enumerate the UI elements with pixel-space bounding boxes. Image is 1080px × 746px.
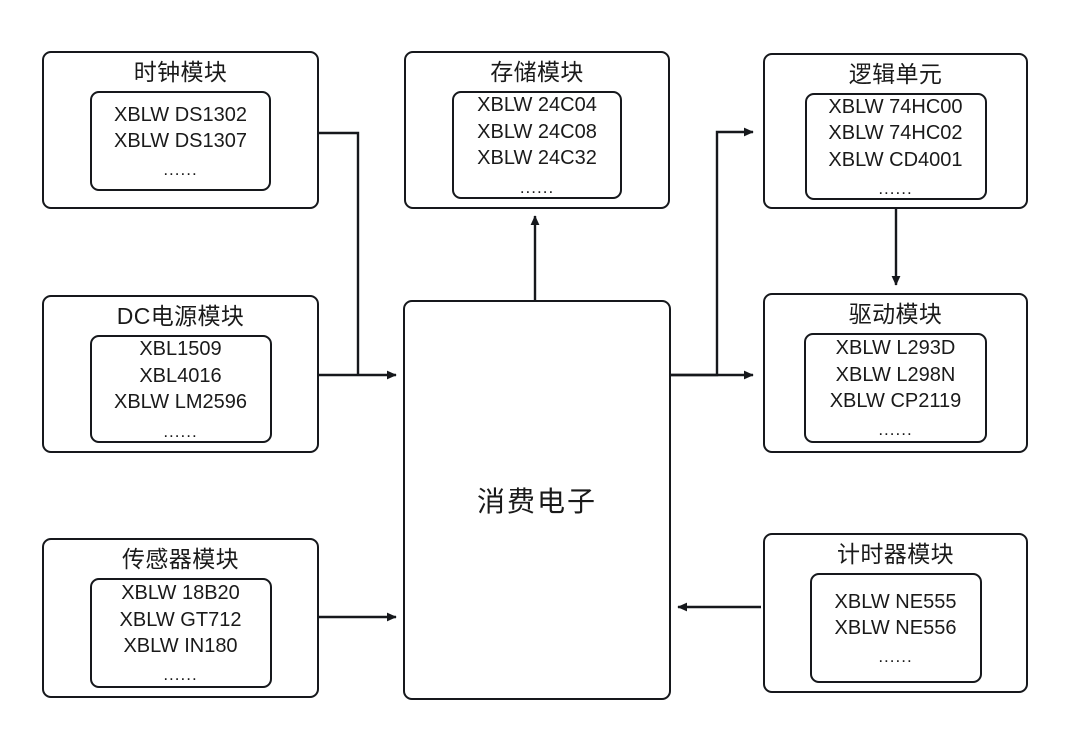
module-driver[interactable]: 驱动模块 XBLW L293D XBLW L298N XBLW CP2119 .… bbox=[763, 293, 1028, 453]
parts-ellipsis: ...... bbox=[878, 420, 913, 440]
module-driver-title: 驱动模块 bbox=[848, 301, 943, 327]
hub-consumer-electronics[interactable]: 消费电子 bbox=[403, 300, 671, 700]
parts-ellipsis: ...... bbox=[163, 421, 198, 441]
part-item: XBLW 24C04 bbox=[477, 94, 597, 117]
module-timer[interactable]: 计时器模块 XBLW NE555 XBLW NE556 ...... bbox=[763, 533, 1028, 693]
module-sensor-parts: XBLW 18B20 XBLW GT712 XBLW IN180 ...... bbox=[89, 577, 272, 688]
part-item: XBLW IN180 bbox=[123, 635, 238, 658]
module-storage-parts: XBLW 24C04 XBLW 24C08 XBLW 24C32 ...... bbox=[452, 90, 622, 199]
parts-ellipsis: ...... bbox=[878, 647, 913, 667]
module-driver-parts: XBLW L293D XBLW L298N XBLW CP2119 ...... bbox=[804, 332, 987, 443]
module-clock-parts: XBLW DS1302 XBLW DS1307 ...... bbox=[90, 90, 271, 191]
part-item: XBLW 18B20 bbox=[121, 582, 240, 605]
module-sensor[interactable]: 传感器模块 XBLW 18B20 XBLW GT712 XBLW IN180 .… bbox=[42, 538, 319, 698]
parts-ellipsis: ...... bbox=[519, 177, 555, 197]
part-item: XBL1509 bbox=[139, 338, 222, 361]
part-item: XBLW 24C08 bbox=[477, 120, 597, 143]
parts-ellipsis: ...... bbox=[163, 160, 198, 180]
part-item: XBLW LM2596 bbox=[113, 391, 248, 414]
module-storage-title: 存储模块 bbox=[490, 59, 584, 85]
module-power-parts: XBL1509 XBL4016 XBLW LM2596 ...... bbox=[89, 334, 272, 443]
part-item: XBLW CD4001 bbox=[828, 148, 963, 171]
connector-hub-to-logic bbox=[671, 127, 754, 377]
part-item: XBLW NE555 bbox=[834, 590, 957, 613]
part-item: XBLW 74HC00 bbox=[828, 95, 963, 118]
module-timer-title: 计时器模块 bbox=[837, 541, 954, 567]
part-item: XBLW 24C32 bbox=[477, 147, 597, 170]
part-item: XBLW DS1307 bbox=[113, 129, 248, 152]
part-item: XBL4016 bbox=[139, 364, 222, 387]
part-item: XBLW CP2119 bbox=[829, 390, 962, 413]
module-timer-parts: XBLW NE555 XBLW NE556 ...... bbox=[809, 572, 982, 683]
module-clock[interactable]: 时钟模块 XBLW DS1302 XBLW DS1307 ...... bbox=[42, 51, 319, 209]
part-item: XBLW 74HC02 bbox=[828, 122, 963, 145]
module-power[interactable]: DC电源模块 XBL1509 XBL4016 XBLW LM2596 .....… bbox=[42, 295, 319, 453]
part-item: XBLW DS1302 bbox=[113, 103, 248, 126]
parts-ellipsis: ...... bbox=[878, 179, 913, 198]
module-power-title: DC电源模块 bbox=[116, 303, 245, 329]
module-logic-title: 逻辑单元 bbox=[848, 61, 943, 87]
module-logic-parts: XBLW 74HC00 XBLW 74HC02 XBLW CD4001 ....… bbox=[804, 92, 987, 200]
part-item: XBLW GT712 bbox=[119, 608, 242, 631]
module-storage[interactable]: 存储模块 XBLW 24C04 XBLW 24C08 XBLW 24C32 ..… bbox=[404, 51, 670, 209]
part-item: XBLW NE556 bbox=[834, 616, 957, 639]
connector-clock-to-hub bbox=[319, 131, 360, 375]
module-logic[interactable]: 逻辑单元 XBLW 74HC00 XBLW 74HC02 XBLW CD4001… bbox=[763, 53, 1028, 209]
part-item: XBLW L293D bbox=[835, 337, 956, 360]
module-clock-title: 时钟模块 bbox=[133, 59, 228, 85]
hub-label: 消费电子 bbox=[476, 486, 597, 517]
parts-ellipsis: ...... bbox=[163, 665, 198, 685]
module-sensor-title: 传感器模块 bbox=[122, 546, 239, 572]
part-item: XBLW L298N bbox=[835, 363, 956, 386]
